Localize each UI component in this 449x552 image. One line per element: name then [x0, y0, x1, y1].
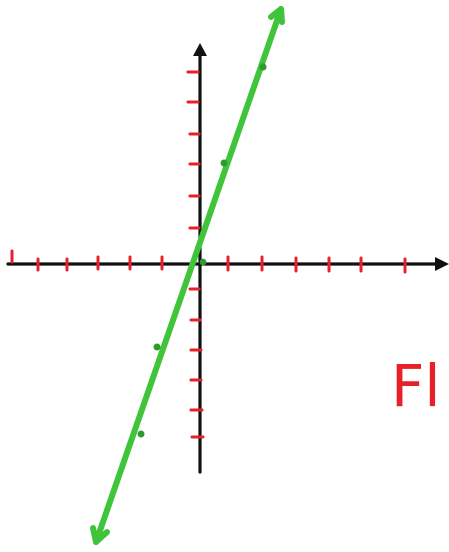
- point-lower-middle: [153, 343, 161, 351]
- graph-line-top-arrowhead: [268, 6, 285, 25]
- partial-red-label: Fl: [391, 352, 440, 420]
- point-upper-right: [259, 63, 267, 71]
- point-upper-middle: [220, 159, 228, 167]
- x-axis-arrowhead: [435, 257, 449, 271]
- x-axis-ticks: [10, 249, 407, 274]
- y-axis-ticks: [186, 70, 205, 439]
- graph-line-bottom-arrowhead: [90, 525, 110, 545]
- y-axis-arrowhead: [193, 43, 207, 56]
- graph-line-group: [90, 6, 285, 545]
- graph-line: [93, 6, 284, 545]
- point-lower-left: [137, 430, 145, 438]
- point-origin-right: [199, 258, 207, 266]
- plotted-points: [137, 63, 267, 438]
